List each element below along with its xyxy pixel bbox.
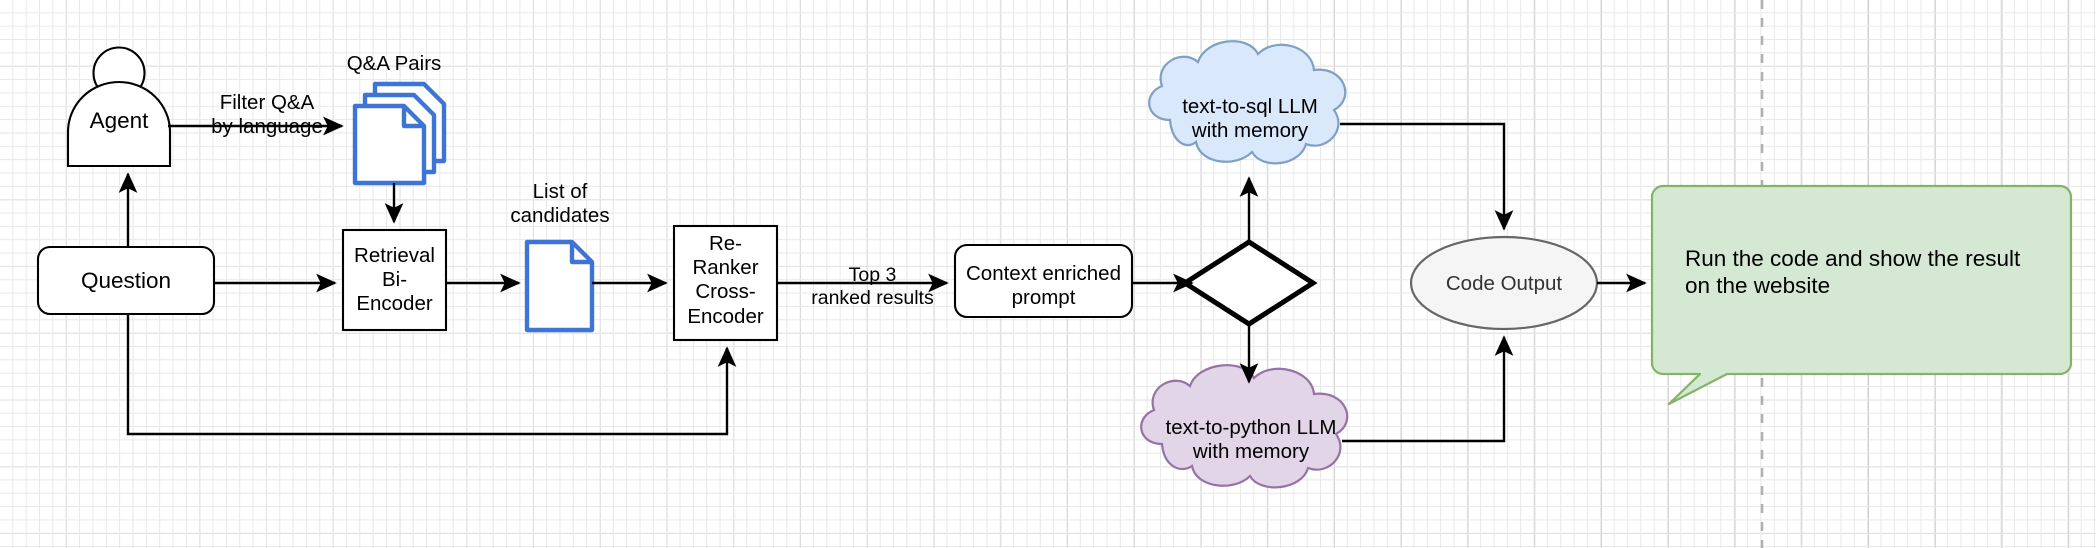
node-agent[interactable] xyxy=(68,46,170,166)
node-qa-pairs[interactable] xyxy=(355,84,444,183)
node-result-callout[interactable] xyxy=(1652,186,2071,374)
node-question[interactable] xyxy=(38,247,214,314)
edge-question-reranker-feedback xyxy=(126,314,737,436)
edge-sql-llm-code-output xyxy=(1340,122,1514,231)
node-candidates[interactable] xyxy=(527,242,592,330)
edge-label-filter-qa: Filter Q&A by language xyxy=(211,91,323,139)
node-context-prompt[interactable] xyxy=(955,245,1132,317)
node-decision[interactable] xyxy=(1185,242,1313,324)
node-code-output[interactable] xyxy=(1411,237,1597,329)
node-candidates-label: List of candidates xyxy=(510,180,610,228)
node-retrieval[interactable] xyxy=(343,230,446,330)
node-reranker[interactable] xyxy=(674,226,777,340)
node-python-llm[interactable] xyxy=(1134,360,1358,496)
node-sql-llm[interactable] xyxy=(1142,38,1358,172)
edge-python-llm-code-output xyxy=(1342,335,1514,443)
node-qa-pairs-label: Q&A Pairs xyxy=(346,52,442,75)
edge-label-top3: Top 3 ranked results xyxy=(811,264,934,309)
